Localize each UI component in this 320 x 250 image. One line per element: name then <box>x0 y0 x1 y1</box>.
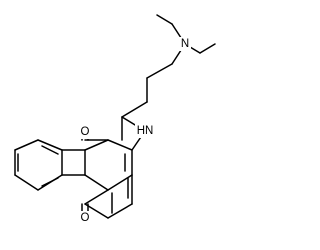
bond-line-23 <box>14 139 39 151</box>
bond-line-0 <box>156 14 173 25</box>
bond-line-18 <box>107 203 133 219</box>
atom-label-o-top: O <box>79 125 91 139</box>
o-top-text: O <box>81 126 90 138</box>
bond-line-5 <box>146 63 173 79</box>
atom-label-nh: HN <box>135 124 155 138</box>
chemical-structure-diagram: N HN O O <box>14 14 216 225</box>
bond-line-3 <box>199 43 216 54</box>
bond-lines <box>14 14 216 219</box>
nh-text: HN <box>137 125 154 137</box>
bond-line-15 <box>84 139 109 151</box>
bond-line-22 <box>37 139 63 151</box>
bond-line-25 <box>14 174 39 191</box>
bond-line-13 <box>84 174 109 191</box>
n-amine-text: N <box>181 38 189 50</box>
bond-line-7 <box>121 101 148 118</box>
o-bottom-text: O <box>81 212 90 224</box>
bond-line-38 <box>41 177 59 187</box>
atom-label-o-bottom: O <box>79 211 91 225</box>
bond-line-16 <box>107 139 133 151</box>
atom-label-n-amine: N <box>179 37 191 51</box>
bond-line-37 <box>41 145 59 155</box>
bond-line-19 <box>84 203 109 219</box>
bond-line-20 <box>84 189 109 205</box>
